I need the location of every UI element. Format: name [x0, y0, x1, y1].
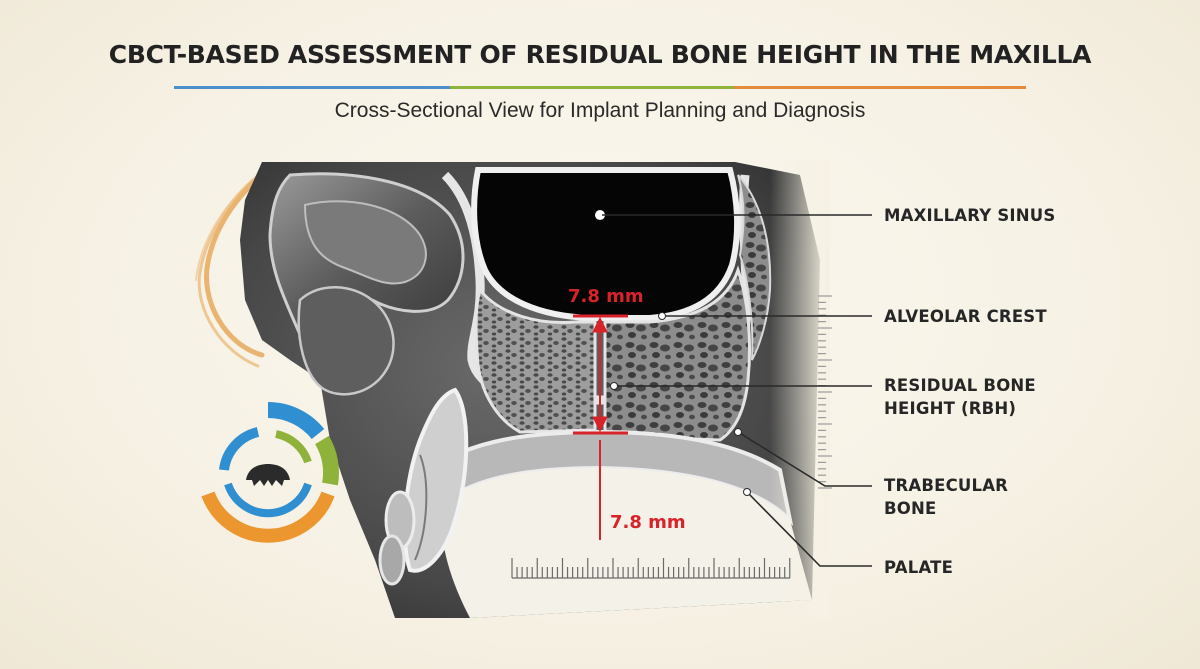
label-maxillary-sinus: MAXILLARY SINUS	[884, 206, 1056, 225]
label-trabecular-bone: TRABECULAR BONE	[884, 474, 1008, 520]
trabecular-bone-upper-right	[737, 174, 772, 361]
title-rule-blue	[174, 86, 450, 89]
label-trabecular-line2: BONE	[884, 499, 937, 518]
trabecular-bone-left	[474, 286, 597, 434]
measurement-label-lower: 7.8 mm	[610, 512, 686, 533]
label-rbh-line1: RESIDUAL BONE	[884, 376, 1036, 395]
rbh-measurement	[573, 314, 628, 540]
incisor-tooth	[378, 387, 469, 586]
nasal-vestibule	[297, 286, 395, 396]
title-rule-orange	[734, 86, 1026, 89]
oral-cavity	[440, 468, 812, 618]
label-rbh: RESIDUAL BONE HEIGHT (RBH)	[884, 374, 1036, 420]
leader-dots	[610, 312, 751, 496]
label-rbh-line2: HEIGHT (RBH)	[884, 399, 1017, 418]
label-trabecular-line1: TRABECULAR	[884, 476, 1009, 495]
title-rule-green	[450, 86, 734, 89]
maxillary-sinus-cavity	[471, 167, 741, 321]
horizontal-ruler	[511, 558, 791, 579]
label-alveolar-crest: ALVEOLAR CREST	[884, 307, 1047, 326]
turbinate-inner	[303, 200, 427, 285]
measurement-label-upper: 7.8 mm	[568, 286, 644, 307]
facial-profile-lines	[195, 162, 278, 368]
page-title: CBCT-BASED ASSESSMENT OF RESIDUAL BONE H…	[108, 40, 1092, 69]
segmented-ring-tooth-icon	[201, 401, 339, 543]
sinus-marker	[595, 210, 605, 220]
page-subtitle: Cross-Sectional View for Implant Plannin…	[334, 99, 866, 122]
label-palate: PALATE	[884, 558, 954, 577]
leader-lines	[602, 214, 872, 567]
